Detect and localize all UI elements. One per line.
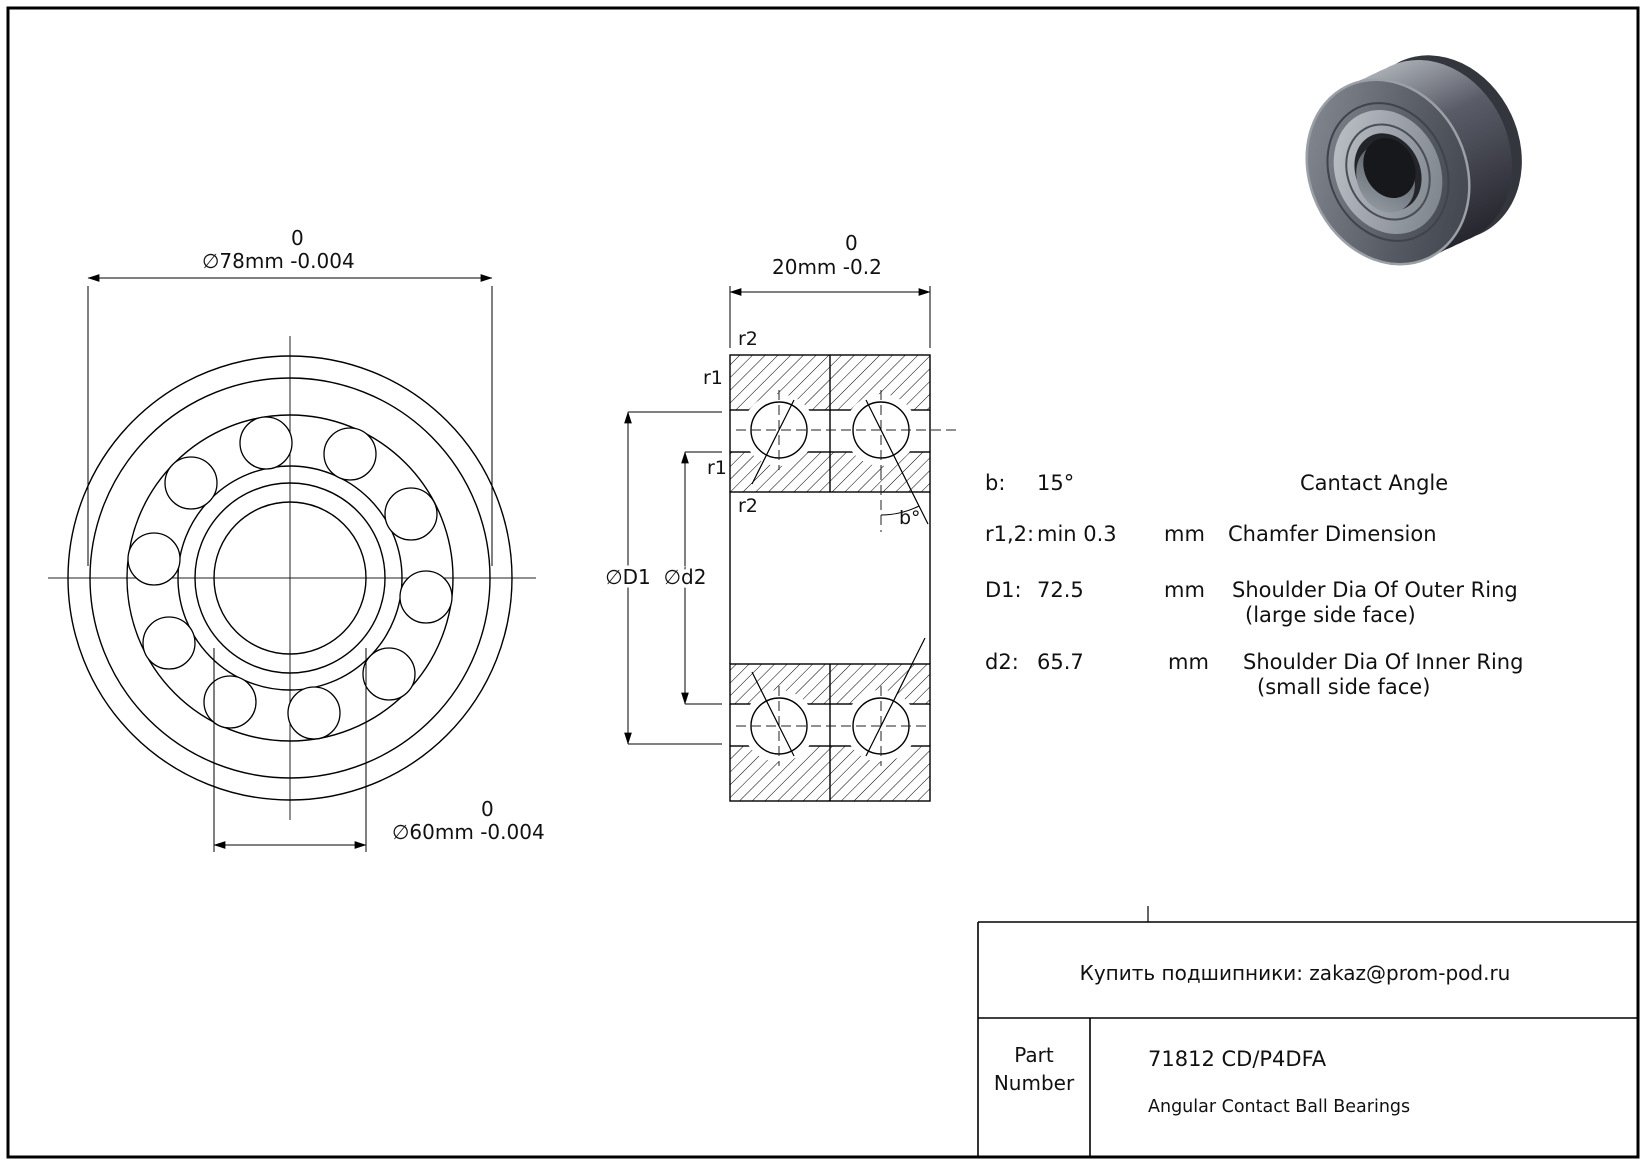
spec-key: d2: bbox=[985, 650, 1019, 674]
spec-value: 15° bbox=[1037, 471, 1074, 495]
spec-unit: mm bbox=[1168, 650, 1209, 674]
spec-value: min 0.3 bbox=[1037, 522, 1117, 546]
spec-desc: Cantact Angle bbox=[1300, 471, 1448, 495]
section-view: b° 20mm -0.2 0 r2 r1 r1 r2 ∅D1 ∅d2 bbox=[602, 231, 958, 802]
shoulder-dimensions bbox=[624, 411, 722, 745]
spec-desc: Shoulder Dia Of Inner Ring bbox=[1243, 650, 1523, 674]
contact-lines bbox=[751, 399, 929, 757]
inner-ring-face-circle bbox=[194, 482, 386, 674]
title-block: Купить подшипники: zakaz@prom-pod.ru Par… bbox=[977, 906, 1638, 1157]
od-dimension-label: ∅78mm -0.004 bbox=[202, 249, 355, 273]
outer-raceway-circle bbox=[126, 414, 454, 742]
spec-desc: Shoulder Dia Of Outer Ring bbox=[1232, 578, 1518, 602]
ball bbox=[164, 456, 218, 510]
chamfer-label-r2-top: r2 bbox=[738, 328, 758, 350]
width-dimension bbox=[729, 286, 931, 348]
ball bbox=[203, 675, 257, 729]
ball bbox=[362, 647, 416, 701]
bearing-type: Angular Contact Ball Bearings bbox=[1148, 1097, 1410, 1117]
ball bbox=[384, 487, 438, 541]
spec-desc: Chamfer Dimension bbox=[1228, 522, 1437, 546]
title-block-grid bbox=[977, 906, 1638, 1157]
spec-desc-2: (small side face) bbox=[1257, 675, 1430, 699]
inner-raceway-circle bbox=[177, 465, 403, 691]
front-view-balls bbox=[127, 416, 453, 740]
od-dimension-upper-tolerance: 0 bbox=[291, 226, 304, 250]
contact-angle-label: b° bbox=[899, 507, 921, 529]
ball bbox=[287, 686, 341, 740]
bore-dimension-upper-tolerance: 0 bbox=[481, 797, 494, 821]
bearing-3d-render bbox=[1305, 55, 1522, 266]
bore-dimension-label: ∅60mm -0.004 bbox=[392, 820, 545, 844]
outer-diameter-circle bbox=[67, 355, 513, 801]
spec-table: b: 15° Cantact Angle r1,2: min 0.3 mm Ch… bbox=[985, 471, 1523, 699]
spec-unit: mm bbox=[1164, 522, 1205, 546]
part-number-label-line2: Number bbox=[994, 1071, 1075, 1095]
width-dimension-label: 20mm -0.2 bbox=[772, 255, 882, 279]
d2-dimension-label: ∅d2 bbox=[664, 565, 707, 589]
contact-angle-arc bbox=[880, 505, 920, 516]
front-view: ∅78mm -0.004 0 ∅60mm -0.004 0 bbox=[48, 226, 545, 852]
bore-circle bbox=[213, 501, 367, 655]
chamfer-label-r2-mid: r2 bbox=[738, 495, 758, 517]
chamfer-label-r1-mid: r1 bbox=[707, 457, 727, 479]
spec-key: r1,2: bbox=[985, 522, 1034, 546]
spec-desc-2: (large side face) bbox=[1245, 603, 1416, 627]
ball bbox=[127, 532, 181, 586]
ball bbox=[239, 416, 293, 470]
width-dimension-upper-tolerance: 0 bbox=[845, 231, 858, 255]
spec-value: 65.7 bbox=[1037, 650, 1084, 674]
outer-ring-face-circle bbox=[89, 377, 491, 779]
chamfer-label-r1-top: r1 bbox=[703, 367, 723, 389]
ball bbox=[142, 616, 196, 670]
part-number-label-line1: Part bbox=[1014, 1043, 1054, 1067]
bore-dimension bbox=[213, 648, 367, 852]
d1-dimension-label: ∅D1 bbox=[605, 565, 651, 589]
spec-unit: mm bbox=[1164, 578, 1205, 602]
front-view-centerlines bbox=[48, 336, 536, 820]
sheet-border bbox=[6, 6, 1640, 1159]
contact-info: Купить подшипники: zakaz@prom-pod.ru bbox=[1080, 961, 1511, 985]
ball bbox=[323, 427, 377, 481]
od-dimension bbox=[87, 274, 493, 566]
part-number-value: 71812 CD/P4DFA bbox=[1148, 1047, 1327, 1071]
spec-key: b: bbox=[985, 471, 1005, 495]
spec-value: 72.5 bbox=[1037, 578, 1084, 602]
ball bbox=[399, 570, 453, 624]
spec-key: D1: bbox=[985, 578, 1022, 602]
section-edges bbox=[729, 355, 931, 801]
